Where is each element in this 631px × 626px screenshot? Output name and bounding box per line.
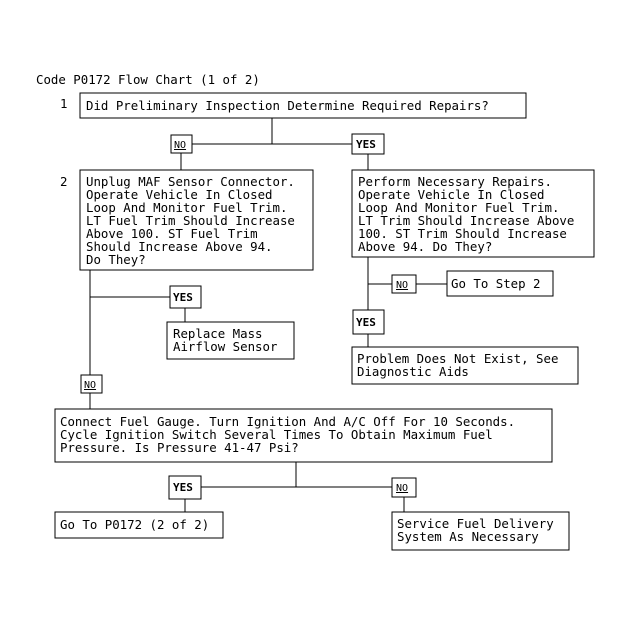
step-1-question: Did Preliminary Inspection Determine Req… — [86, 98, 489, 113]
repairs-line: 100. ST Trim Should Increase — [358, 226, 567, 241]
service-fuel-line: System As Necessary — [397, 529, 539, 544]
no-label: NO — [174, 140, 186, 151]
repairs-line: LT Trim Should Increase Above — [358, 213, 574, 228]
replace-maf-box — [166, 321, 295, 360]
yes-label-box — [352, 309, 385, 335]
fuel-gauge-box — [54, 408, 553, 463]
step-2-line: Unplug MAF Sensor Connector. — [86, 174, 295, 189]
fuel-gauge-line: Pressure. Is Pressure 41-47 Psi? — [60, 440, 299, 455]
service-fuel-line: Service Fuel Delivery — [397, 516, 554, 531]
goto-p0172-text: Go To P0172 (2 of 2) — [60, 517, 209, 532]
no-label: NO — [396, 280, 408, 291]
goto-step-2-text: Go To Step 2 — [451, 276, 541, 291]
step-2-line: Loop And Monitor Fuel Trim. — [86, 200, 287, 215]
step-2-line: Above 100. ST Fuel Trim — [86, 226, 258, 241]
chart-title: Code P0172 Flow Chart (1 of 2) — [36, 72, 260, 87]
no-label: NO — [396, 483, 408, 494]
step-2-line: Operate Vehicle In Closed — [86, 187, 273, 202]
step-2-box — [79, 169, 314, 271]
step-2-line: Should Increase Above 94. — [86, 239, 273, 254]
repairs-box — [351, 169, 595, 258]
goto-step-2-box — [446, 270, 554, 297]
repairs-line: Perform Necessary Repairs. — [358, 174, 552, 189]
repairs-line: Above 94. Do They? — [358, 239, 492, 254]
step-2-line: Do They? — [86, 252, 146, 267]
no-label: NO — [84, 380, 96, 391]
service-fuel-box — [391, 511, 570, 551]
fuel-gauge-line: Cycle Ignition Switch Several Times To O… — [60, 427, 493, 442]
yes-label: YES — [356, 316, 376, 329]
no-problem-box — [351, 346, 579, 385]
repairs-line: Operate Vehicle In Closed — [358, 187, 545, 202]
yes-label: YES — [173, 291, 193, 304]
step-2-line: LT Fuel Trim Should Increase — [86, 213, 295, 228]
yes-label: YES — [356, 138, 376, 151]
no-problem-line: Problem Does Not Exist, See — [357, 351, 558, 366]
step-2-number: 2 — [60, 174, 67, 189]
yes-label: YES — [173, 481, 193, 494]
goto-p0172-box — [54, 511, 224, 539]
replace-maf-line: Airflow Sensor — [173, 339, 277, 354]
step-1-number: 1 — [60, 96, 67, 111]
no-label-box — [80, 374, 103, 394]
no-problem-line: Diagnostic Aids — [357, 364, 469, 379]
step-1-box — [79, 92, 527, 119]
replace-maf-line: Replace Mass — [173, 326, 263, 341]
fuel-gauge-line: Connect Fuel Gauge. Turn Ignition And A/… — [60, 414, 515, 429]
repairs-line: Loop And Monitor Fuel Trim. — [358, 200, 559, 215]
